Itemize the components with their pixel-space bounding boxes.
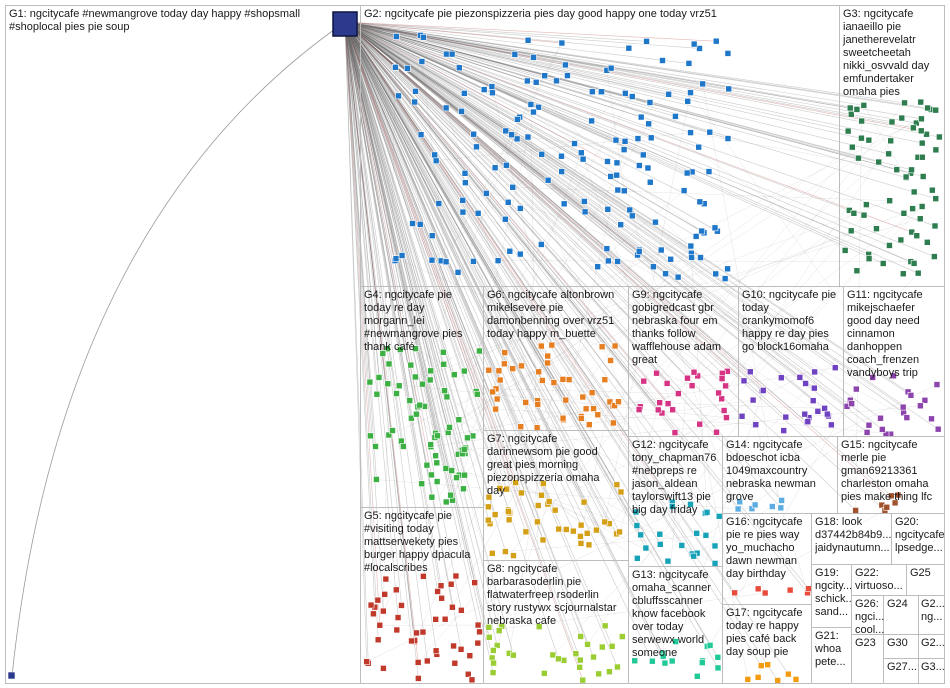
group-cell-g13	[628, 566, 723, 684]
group-cell-g7	[483, 430, 629, 561]
group-cell-g8	[483, 560, 629, 684]
group-cell-g10	[738, 286, 844, 437]
group-cell-g6	[483, 286, 629, 431]
group-cell-g15	[837, 436, 945, 514]
group-cell-g28	[918, 595, 945, 635]
group-cell-g21	[811, 627, 852, 684]
group-cell-g19	[811, 564, 852, 628]
group-cell-g25	[906, 564, 945, 596]
group-cell-g24	[883, 595, 919, 635]
group-cell-g11	[843, 286, 945, 437]
group-cell-g26	[851, 595, 884, 635]
group-cell-g22	[851, 564, 907, 596]
group-cell-g4	[360, 286, 484, 508]
group-cell-g29	[918, 634, 945, 659]
group-cell-g20	[891, 513, 945, 565]
group-cell-g31	[918, 658, 945, 684]
group-cell-g27	[883, 658, 919, 684]
group-cell-g9	[628, 286, 739, 437]
group-cell-g17	[722, 604, 812, 684]
group-cell-g14	[722, 436, 838, 514]
group-cell-g18	[811, 513, 892, 565]
group-cell-g23	[851, 634, 884, 684]
group-cell-g3	[839, 5, 945, 287]
group-cell-g5	[360, 507, 484, 684]
group-cell-g2	[360, 5, 840, 287]
group-cell-g1	[5, 5, 361, 684]
group-cell-g12	[628, 436, 723, 567]
group-cell-g30	[883, 634, 919, 659]
group-cell-g16	[722, 513, 812, 605]
